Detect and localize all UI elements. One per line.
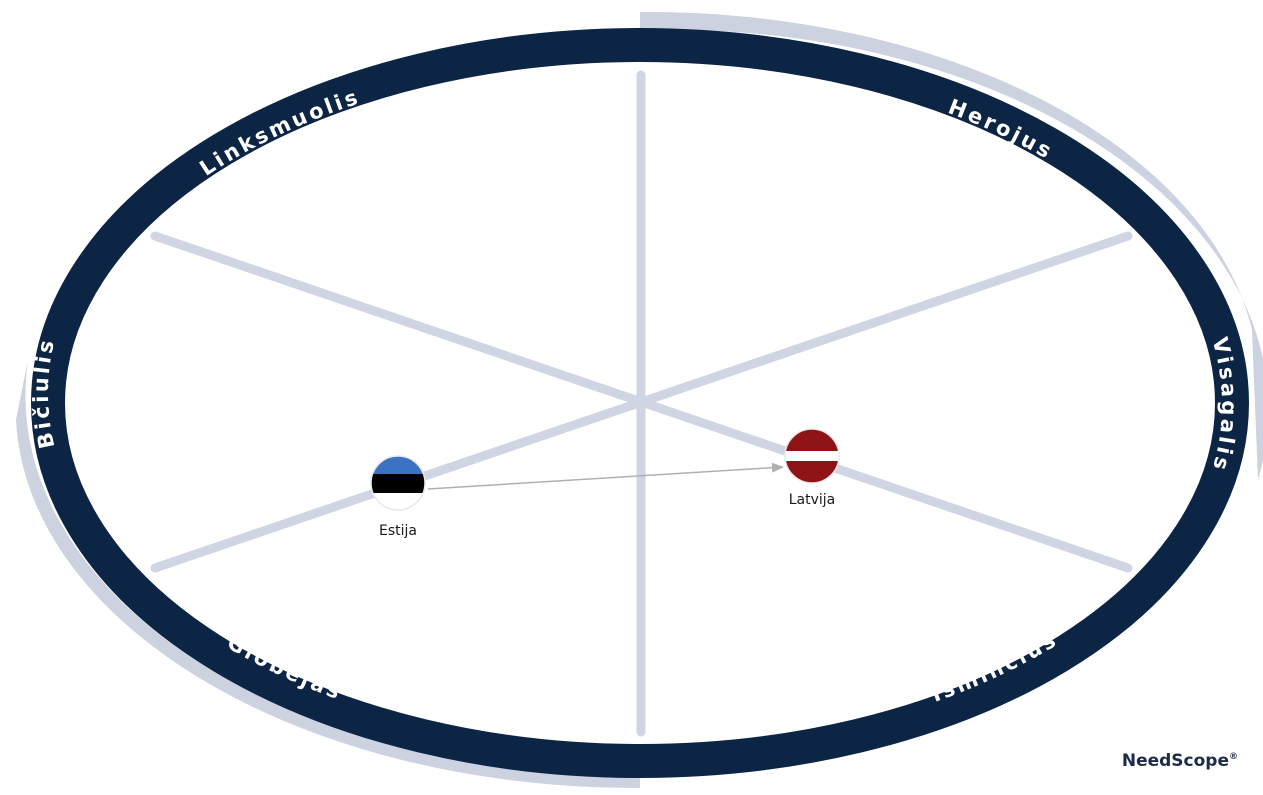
- diagram-spokes: [150, 70, 1133, 737]
- marker-label-latvija: Latvija: [789, 492, 836, 508]
- needscope-logo: NeedScope®: [1122, 751, 1238, 771]
- marker-estija[interactable]: Estija: [370, 455, 426, 539]
- latvia-flag-icon: [785, 429, 839, 483]
- needscope-ring: [31, 28, 1249, 778]
- shift-arrow: [427, 462, 784, 490]
- logo-text: NeedScope: [1122, 751, 1229, 771]
- marker-label-estija: Estija: [379, 523, 417, 539]
- spoke-ascending: [150, 231, 1133, 573]
- svg-text:NeedScope®: NeedScope®: [1122, 751, 1238, 771]
- marker-latvija[interactable]: Latvija: [784, 428, 840, 508]
- logo-registered-mark: ®: [1229, 752, 1238, 762]
